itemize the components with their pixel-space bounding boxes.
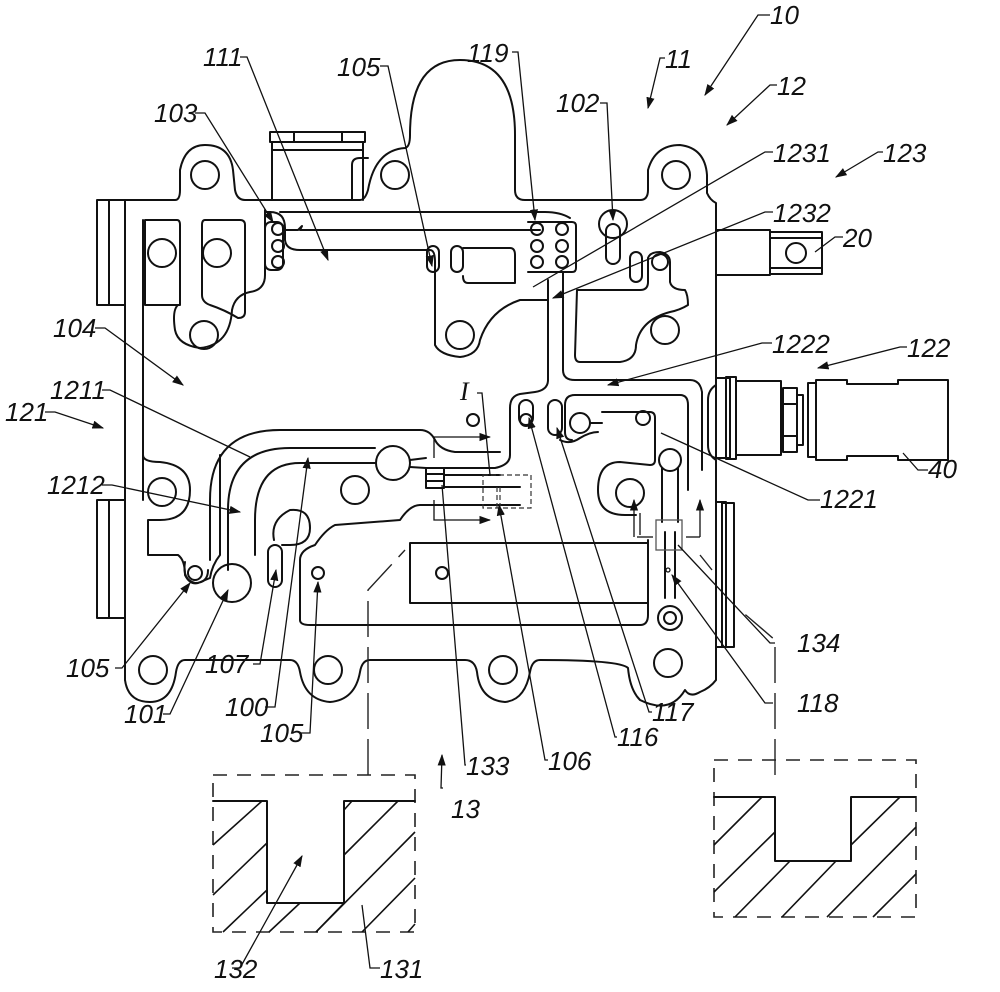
mounting-holes [139,161,690,684]
hole [139,656,167,684]
hole [203,239,231,267]
label-1232: 1232 [773,198,831,228]
label-10: 10 [770,0,799,30]
hatch-pattern-right [714,797,916,917]
label-118: 118 [797,688,839,718]
hole [148,478,176,506]
label-40: 40 [928,454,957,484]
section-detail-right [714,760,916,917]
label-1231: 1231 [773,138,831,168]
channels [143,210,702,630]
label-119: 119 [467,38,508,68]
hole [191,161,219,189]
hole [148,239,176,267]
hatch-pattern-left [213,801,415,932]
label-detail-I: I [459,377,470,406]
label-103: 103 [154,98,198,128]
hole [446,321,474,349]
hole [662,161,690,189]
label-131: 131 [380,954,423,984]
connector-20 [716,230,822,275]
label-101: 101 [124,699,167,729]
label-105-top: 105 [337,52,381,82]
hole [314,656,342,684]
hole [616,479,644,507]
label-1222: 1222 [772,329,830,359]
hole [651,316,679,344]
right-side-strip [716,502,734,647]
label-134: 134 [797,628,840,658]
label-122: 122 [907,333,951,363]
connector-40 [716,377,948,460]
label-107: 107 [205,649,250,679]
top-connector [270,132,368,200]
label-12: 12 [777,71,806,101]
label-132: 132 [214,954,258,984]
label-111: 111 [203,42,243,72]
label-20: 20 [842,223,872,253]
label-117: 117 [652,697,695,727]
label-1211: 1211 [50,375,106,405]
label-1212: 1212 [47,470,105,500]
label-13: 13 [451,794,480,824]
label-11: 11 [665,44,692,74]
plate-outline [97,60,716,706]
label-106: 106 [548,746,592,776]
label-102: 102 [556,88,600,118]
label-105-bottom: 105 [260,718,304,748]
section-detail-left [213,775,415,932]
label-105-left: 105 [66,653,110,683]
hole [381,161,409,189]
hole [654,649,682,677]
hole [341,476,369,504]
label-123: 123 [883,138,927,168]
label-133: 133 [466,751,510,781]
label-1221: 1221 [820,484,878,514]
label-104: 104 [53,313,96,343]
label-121: 121 [5,397,48,427]
hole [489,656,517,684]
